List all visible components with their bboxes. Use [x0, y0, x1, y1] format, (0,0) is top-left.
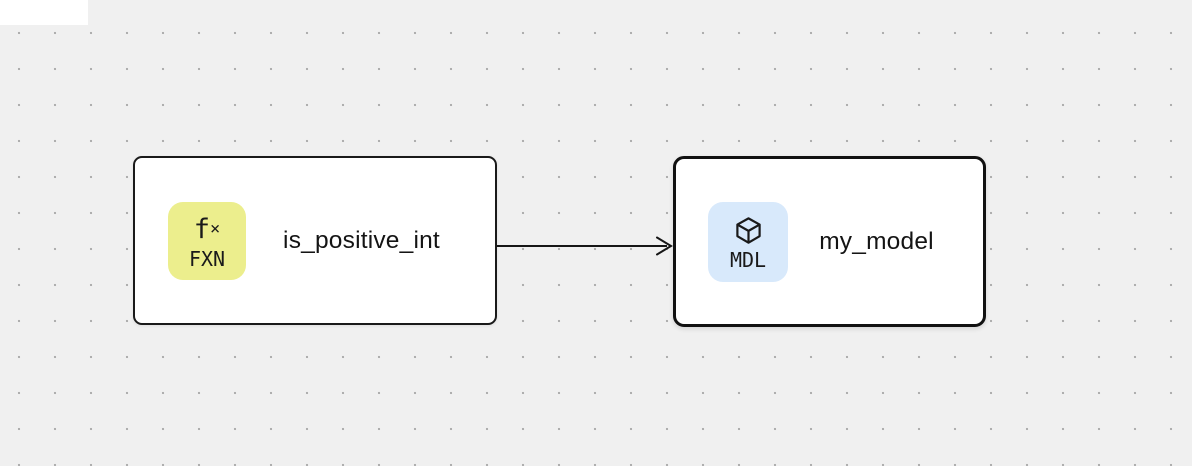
function-icon: f× — [194, 211, 221, 247]
function-icon-x: × — [210, 218, 221, 239]
node-label-my_model: my_model — [819, 227, 934, 255]
badge-tag-fxn: FXN — [188, 247, 226, 271]
node-is_positive_int[interactable]: f× FXN is_positive_int — [133, 156, 497, 325]
badge-tag-mdl: MDL — [729, 248, 767, 272]
canvas-bottom-edge — [0, 466, 1192, 472]
cube-icon — [733, 212, 764, 248]
function-icon-f: f — [193, 213, 210, 245]
function-badge: f× FXN — [168, 201, 246, 280]
node-my_model[interactable]: MDL my_model — [673, 156, 986, 327]
arrowhead-icon — [656, 236, 673, 256]
model-badge: MDL — [708, 201, 788, 282]
node-label-is_positive_int: is_positive_int — [283, 226, 440, 254]
canvas-corner-patch — [0, 0, 88, 25]
edge-is_positive_int-to-my_model[interactable] — [495, 234, 677, 258]
